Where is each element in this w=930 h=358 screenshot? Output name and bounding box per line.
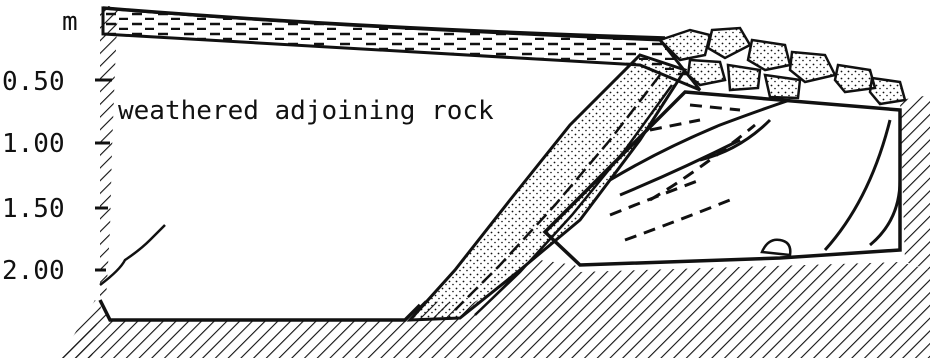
right-wall-hatch: [900, 95, 930, 270]
depth-tick-150: 1.50: [2, 194, 65, 224]
pebble: [762, 240, 790, 255]
depth-tick-100: 1.00: [2, 129, 65, 159]
depth-unit-label: m: [62, 7, 78, 37]
soil-layer: [103, 8, 700, 90]
depth-tick-050: 0.50: [2, 67, 65, 97]
depth-scale-hatch: [60, 6, 118, 358]
rock-label: weathered adjoining rock: [118, 96, 494, 126]
depth-tick-200: 2.00: [2, 256, 65, 286]
base-line: [100, 300, 420, 320]
